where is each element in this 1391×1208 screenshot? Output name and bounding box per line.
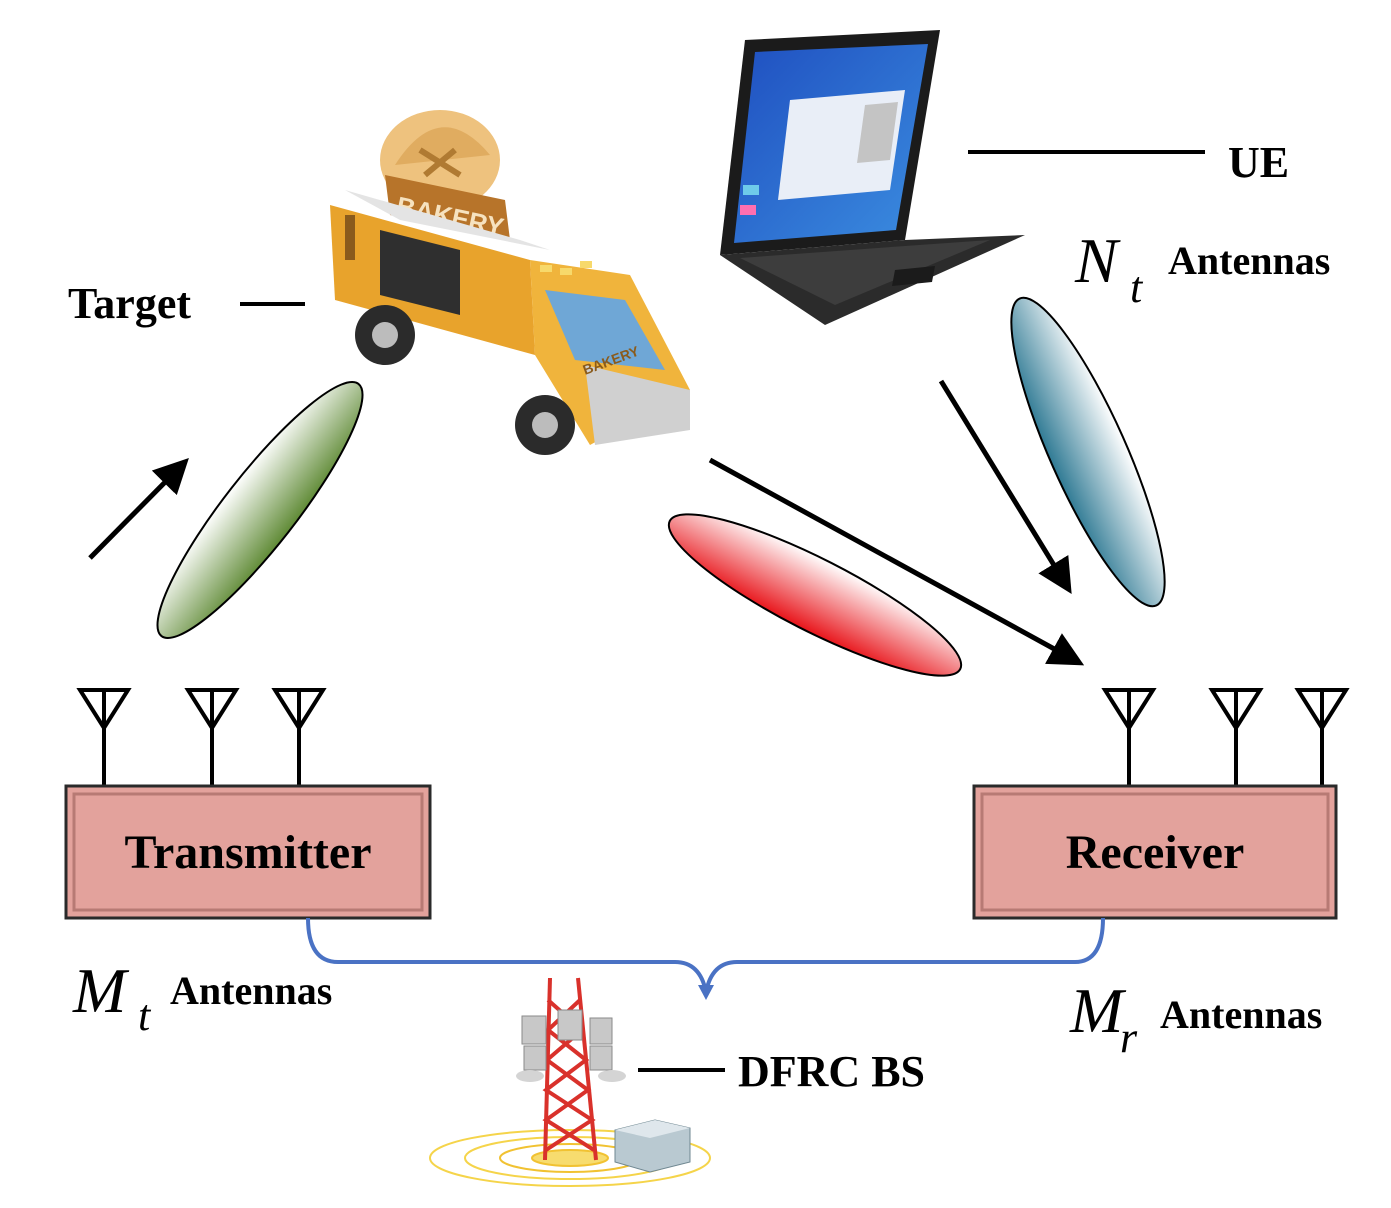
beam-to-receiver — [667, 513, 963, 677]
tx-antenna-icon — [184, 688, 240, 785]
ue-antenna-subscript: t — [1130, 263, 1144, 312]
tx-antenna-subscript: t — [138, 991, 152, 1040]
rx-antenna-text: Antennas — [1160, 992, 1322, 1037]
bs-label: DFRC BS — [738, 1047, 925, 1096]
beam-from-ue — [1010, 296, 1166, 608]
rx-antenna-symbol: M — [1069, 975, 1127, 1046]
food-truck-target-icon: BAKERY BAKERY — [330, 110, 690, 455]
target-label: Target — [68, 279, 191, 328]
transmitter-box: Transmitter — [64, 784, 432, 920]
tx-antenna-text: Antennas — [170, 968, 332, 1013]
arrow-tx-to-target — [88, 458, 189, 560]
arrow-ue-to-rx — [938, 379, 1072, 594]
tx-antenna-count: M t Antennas — [72, 955, 332, 1040]
arrow-target-to-rx — [708, 457, 1085, 666]
receiver-label: Receiver — [1066, 826, 1245, 879]
base-station-tower-icon — [429, 977, 711, 1187]
transmitter-label: Transmitter — [124, 826, 371, 879]
rx-antenna-array — [1101, 688, 1350, 785]
ue-label: UE — [1228, 138, 1289, 187]
bs-connection-bracket — [306, 917, 1105, 993]
tx-antenna-icon — [271, 688, 327, 785]
rx-antenna-icon — [1101, 688, 1157, 785]
rx-antenna-count: M r Antennas — [1069, 975, 1322, 1062]
ue-antenna-text: Antennas — [1168, 238, 1330, 283]
rx-antenna-icon — [1294, 688, 1350, 785]
ue-antenna-count: N t Antennas — [1074, 225, 1330, 312]
ue-antenna-symbol: N — [1074, 225, 1121, 296]
tx-antenna-symbol: M — [72, 955, 130, 1026]
beam-to-target — [156, 380, 364, 640]
receiver-box: Receiver — [972, 784, 1338, 920]
tx-antenna-icon — [76, 688, 132, 785]
rx-antenna-subscript: r — [1120, 1013, 1138, 1062]
bracket-tip — [698, 985, 714, 1000]
rx-antenna-icon — [1208, 688, 1264, 785]
laptop-ue-icon — [720, 30, 1025, 325]
tx-antenna-array — [76, 688, 327, 785]
